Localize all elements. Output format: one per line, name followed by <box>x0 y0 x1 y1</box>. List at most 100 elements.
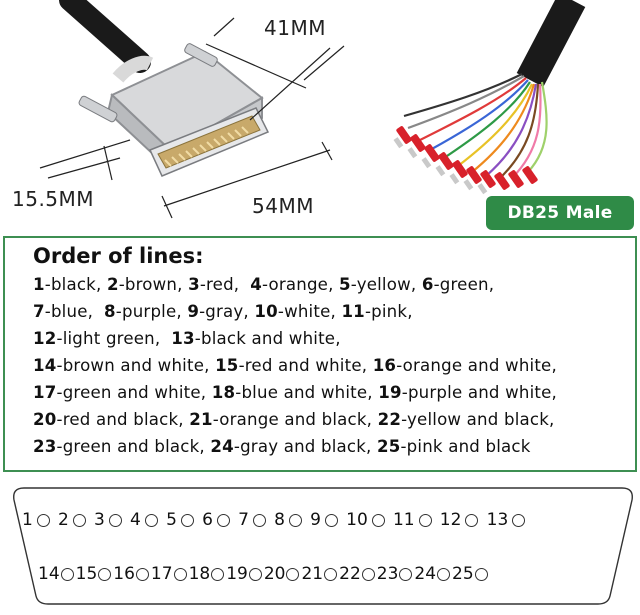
model-badge: DB25 Male <box>486 196 634 230</box>
wire-order-line: 7-blue, 8-purple, 9-gray, 10-white, 11-p… <box>33 302 413 321</box>
pin-number: 4 <box>130 510 141 530</box>
wire-number: 14 <box>33 356 57 375</box>
wire-color: -orange and black, <box>212 410 378 429</box>
pin: 13 <box>487 510 530 530</box>
pin: 7 <box>238 510 270 530</box>
pin-number: 2 <box>58 510 69 530</box>
wire-color: -brown, <box>118 275 189 294</box>
wire-color: -blue and white, <box>235 383 379 402</box>
pin: 1 <box>22 510 54 530</box>
pin-number: 17 <box>150 564 173 584</box>
pin-hole-icon <box>98 567 112 581</box>
pin: 23 <box>377 564 414 584</box>
wire-number: 10 <box>254 302 278 321</box>
wire-number: 24 <box>210 437 234 456</box>
pin-number: 23 <box>376 564 399 584</box>
wire-number: 2 <box>106 275 119 294</box>
wire-number: 18 <box>211 383 236 402</box>
dimension-lines <box>39 17 345 219</box>
pin: 22 <box>339 564 376 584</box>
pin: 11 <box>393 510 436 530</box>
pin-hole-icon <box>252 513 266 527</box>
wire-color: -pink and black <box>400 437 531 456</box>
pin-hole-icon <box>36 513 50 527</box>
wire-color: -yellow, <box>350 275 422 294</box>
pin: 18 <box>189 564 226 584</box>
wire-number: 3 <box>188 275 200 294</box>
wire-number: 4 <box>250 275 262 294</box>
pin-hole-icon <box>72 513 86 527</box>
wire-number: 8 <box>104 302 116 321</box>
pin-number: 7 <box>238 510 249 530</box>
pin-hole-icon <box>180 513 194 527</box>
wire-color: -purple, <box>115 302 188 321</box>
pin-number: 18 <box>188 564 211 584</box>
pin-hole-icon <box>437 567 451 581</box>
wire-number: 21 <box>189 410 213 429</box>
wire-number: 20 <box>33 410 57 429</box>
pin-number: 19 <box>226 564 248 584</box>
pin-hole-icon <box>144 513 158 527</box>
pin-number: 16 <box>113 564 135 584</box>
wire-color: -pink, <box>364 302 413 321</box>
pin: 4 <box>130 510 162 530</box>
wire-color: -red, <box>199 275 251 294</box>
pin-hole-icon <box>324 513 338 527</box>
wire-order-line: 14-brown and white, 15-red and white, 16… <box>33 356 557 375</box>
pin: 9 <box>310 510 342 530</box>
pin-number: 3 <box>94 510 105 530</box>
wire-color: -black and white, <box>194 329 341 348</box>
pin-number: 14 <box>38 564 60 584</box>
wire-number: 12 <box>33 329 57 348</box>
wire-number: 16 <box>372 356 397 375</box>
open-end-wires <box>393 0 586 195</box>
pin: 3 <box>94 510 126 530</box>
wire-number: 5 <box>339 275 351 294</box>
wire-color: -white, <box>277 302 342 321</box>
pin-hole-icon <box>135 567 149 581</box>
pin: 2 <box>58 510 90 530</box>
pin-number: 24 <box>414 564 437 584</box>
pin: 6 <box>202 510 234 530</box>
wire-number: 22 <box>377 410 402 429</box>
pin: 24 <box>414 564 451 584</box>
wire-color: -light green, <box>56 329 172 348</box>
pin-number: 20 <box>263 564 286 584</box>
pin-hole-icon <box>512 513 526 527</box>
pin-number: 12 <box>439 510 462 530</box>
pin-number: 6 <box>202 510 213 530</box>
pin: 15 <box>76 564 113 584</box>
pin-hole-icon <box>60 567 74 581</box>
wire-number: 17 <box>33 383 57 402</box>
pin-hole-icon <box>286 567 300 581</box>
wire-number: 7 <box>33 302 45 321</box>
height-dimension-label: 15.5MM <box>12 187 95 211</box>
pin: 5 <box>166 510 198 530</box>
pin: 19 <box>226 564 263 584</box>
pin-hole-icon <box>211 567 225 581</box>
wire-number: 23 <box>33 437 57 456</box>
pin: 12 <box>440 510 483 530</box>
width-dimension-label: 41MM <box>264 16 326 40</box>
pin-hole-icon <box>474 567 488 581</box>
pin-number: 15 <box>75 564 98 584</box>
pin-number: 25 <box>452 564 474 584</box>
wire-number: 1 <box>33 275 45 294</box>
pin: 14 <box>38 564 75 584</box>
wire-color: -purple and white, <box>401 383 558 402</box>
pin-number: 21 <box>301 564 324 584</box>
pin: 10 <box>346 510 389 530</box>
connector-outline <box>13 487 633 605</box>
wire-color: -orange and white, <box>396 356 557 375</box>
pin-hole-icon <box>418 513 432 527</box>
wire-color: -red and black, <box>56 410 190 429</box>
pin-hole-icon <box>216 513 230 527</box>
length-dimension-label: 54MM <box>252 194 314 218</box>
wire-number: 15 <box>215 356 239 375</box>
wire-color: -blue, <box>44 302 105 321</box>
wire-number: 25 <box>376 437 401 456</box>
pin-number: 8 <box>274 510 285 530</box>
